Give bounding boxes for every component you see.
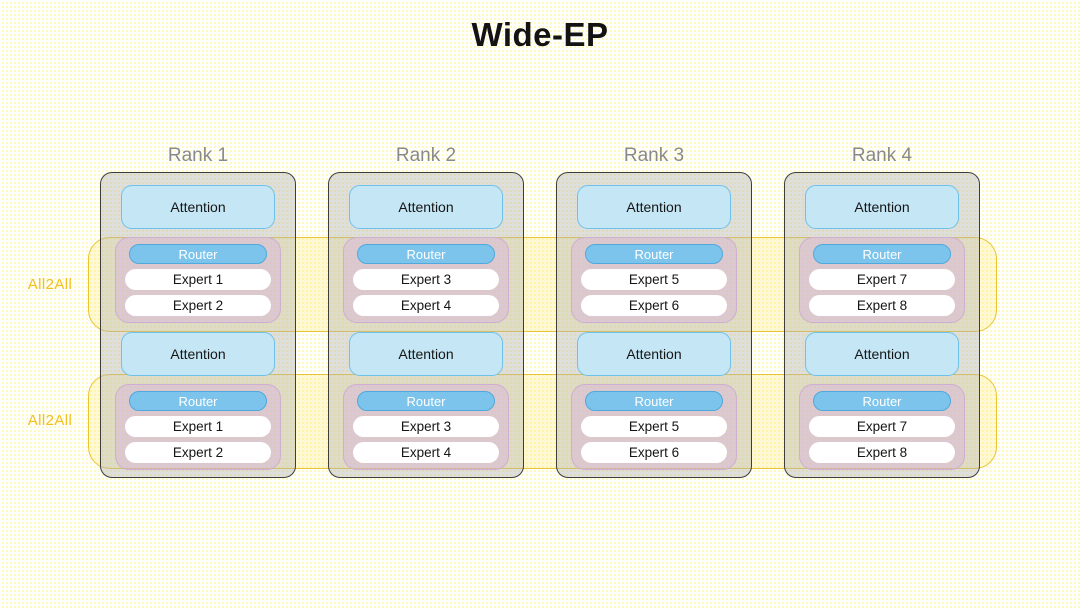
router-block[interactable]: Router xyxy=(585,244,723,264)
expert-pill[interactable]: Expert 3 xyxy=(353,416,499,437)
rank-box-3[interactable]: Attention Router Expert 5 Expert 6 Atten… xyxy=(556,172,752,478)
rank-title-2: Rank 2 xyxy=(395,145,457,166)
expert-pill[interactable]: Expert 2 xyxy=(125,295,271,316)
router-block[interactable]: Router xyxy=(129,391,267,411)
expert-pill[interactable]: Expert 1 xyxy=(125,416,271,437)
expert-pill[interactable]: Expert 8 xyxy=(809,442,955,463)
rank-box-1[interactable]: Attention Router Expert 1 Expert 2 Atten… xyxy=(100,172,296,478)
layer-gap xyxy=(111,323,285,332)
expert-pill[interactable]: Expert 7 xyxy=(809,416,955,437)
attention-block[interactable]: Attention xyxy=(805,185,959,229)
layer-gap xyxy=(795,323,969,332)
layer-gap xyxy=(567,323,741,332)
attention-block[interactable]: Attention xyxy=(577,332,731,376)
rank-column-1: Rank 1 Attention Router Expert 1 Expert … xyxy=(100,146,296,478)
expert-pill[interactable]: Expert 7 xyxy=(809,269,955,290)
attention-block[interactable]: Attention xyxy=(805,332,959,376)
expert-pill[interactable]: Expert 8 xyxy=(809,295,955,316)
all2all-label-1: All2All xyxy=(27,276,73,293)
router-block[interactable]: Router xyxy=(813,244,951,264)
expert-pill[interactable]: Expert 4 xyxy=(353,442,499,463)
page-title: Wide-EP xyxy=(471,16,609,53)
expert-pill[interactable]: Expert 5 xyxy=(581,269,727,290)
moe-block[interactable]: Router Expert 5 Expert 6 xyxy=(571,384,737,470)
router-block[interactable]: Router xyxy=(129,244,267,264)
layer-gap xyxy=(339,323,513,332)
router-block[interactable]: Router xyxy=(357,391,495,411)
router-block[interactable]: Router xyxy=(585,391,723,411)
attention-block[interactable]: Attention xyxy=(121,185,275,229)
rank-title-1: Rank 1 xyxy=(167,145,229,166)
attention-block[interactable]: Attention xyxy=(349,332,503,376)
expert-pill[interactable]: Expert 5 xyxy=(581,416,727,437)
moe-block[interactable]: Router Expert 1 Expert 2 xyxy=(115,384,281,470)
attention-block[interactable]: Attention xyxy=(121,332,275,376)
all2all-label-2: All2All xyxy=(27,412,73,429)
rank-title-3: Rank 3 xyxy=(623,145,685,166)
expert-pill[interactable]: Expert 2 xyxy=(125,442,271,463)
expert-pill[interactable]: Expert 6 xyxy=(581,442,727,463)
moe-block[interactable]: Router Expert 3 Expert 4 xyxy=(343,384,509,470)
expert-pill[interactable]: Expert 1 xyxy=(125,269,271,290)
rank-title-4: Rank 4 xyxy=(851,145,913,166)
rank-column-2: Rank 2 Attention Router Expert 3 Expert … xyxy=(328,146,524,478)
moe-block[interactable]: Router Expert 7 Expert 8 xyxy=(799,384,965,470)
moe-block[interactable]: Router Expert 7 Expert 8 xyxy=(799,237,965,323)
expert-pill[interactable]: Expert 3 xyxy=(353,269,499,290)
moe-block[interactable]: Router Expert 1 Expert 2 xyxy=(115,237,281,323)
router-block[interactable]: Router xyxy=(813,391,951,411)
moe-block[interactable]: Router Expert 5 Expert 6 xyxy=(571,237,737,323)
rank-column-3: Rank 3 Attention Router Expert 5 Expert … xyxy=(556,146,752,478)
rank-column-4: Rank 4 Attention Router Expert 7 Expert … xyxy=(784,146,980,478)
attention-block[interactable]: Attention xyxy=(577,185,731,229)
router-block[interactable]: Router xyxy=(357,244,495,264)
expert-pill[interactable]: Expert 4 xyxy=(353,295,499,316)
moe-block[interactable]: Router Expert 3 Expert 4 xyxy=(343,237,509,323)
attention-block[interactable]: Attention xyxy=(349,185,503,229)
rank-box-2[interactable]: Attention Router Expert 3 Expert 4 Atten… xyxy=(328,172,524,478)
rank-box-4[interactable]: Attention Router Expert 7 Expert 8 Atten… xyxy=(784,172,980,478)
expert-pill[interactable]: Expert 6 xyxy=(581,295,727,316)
